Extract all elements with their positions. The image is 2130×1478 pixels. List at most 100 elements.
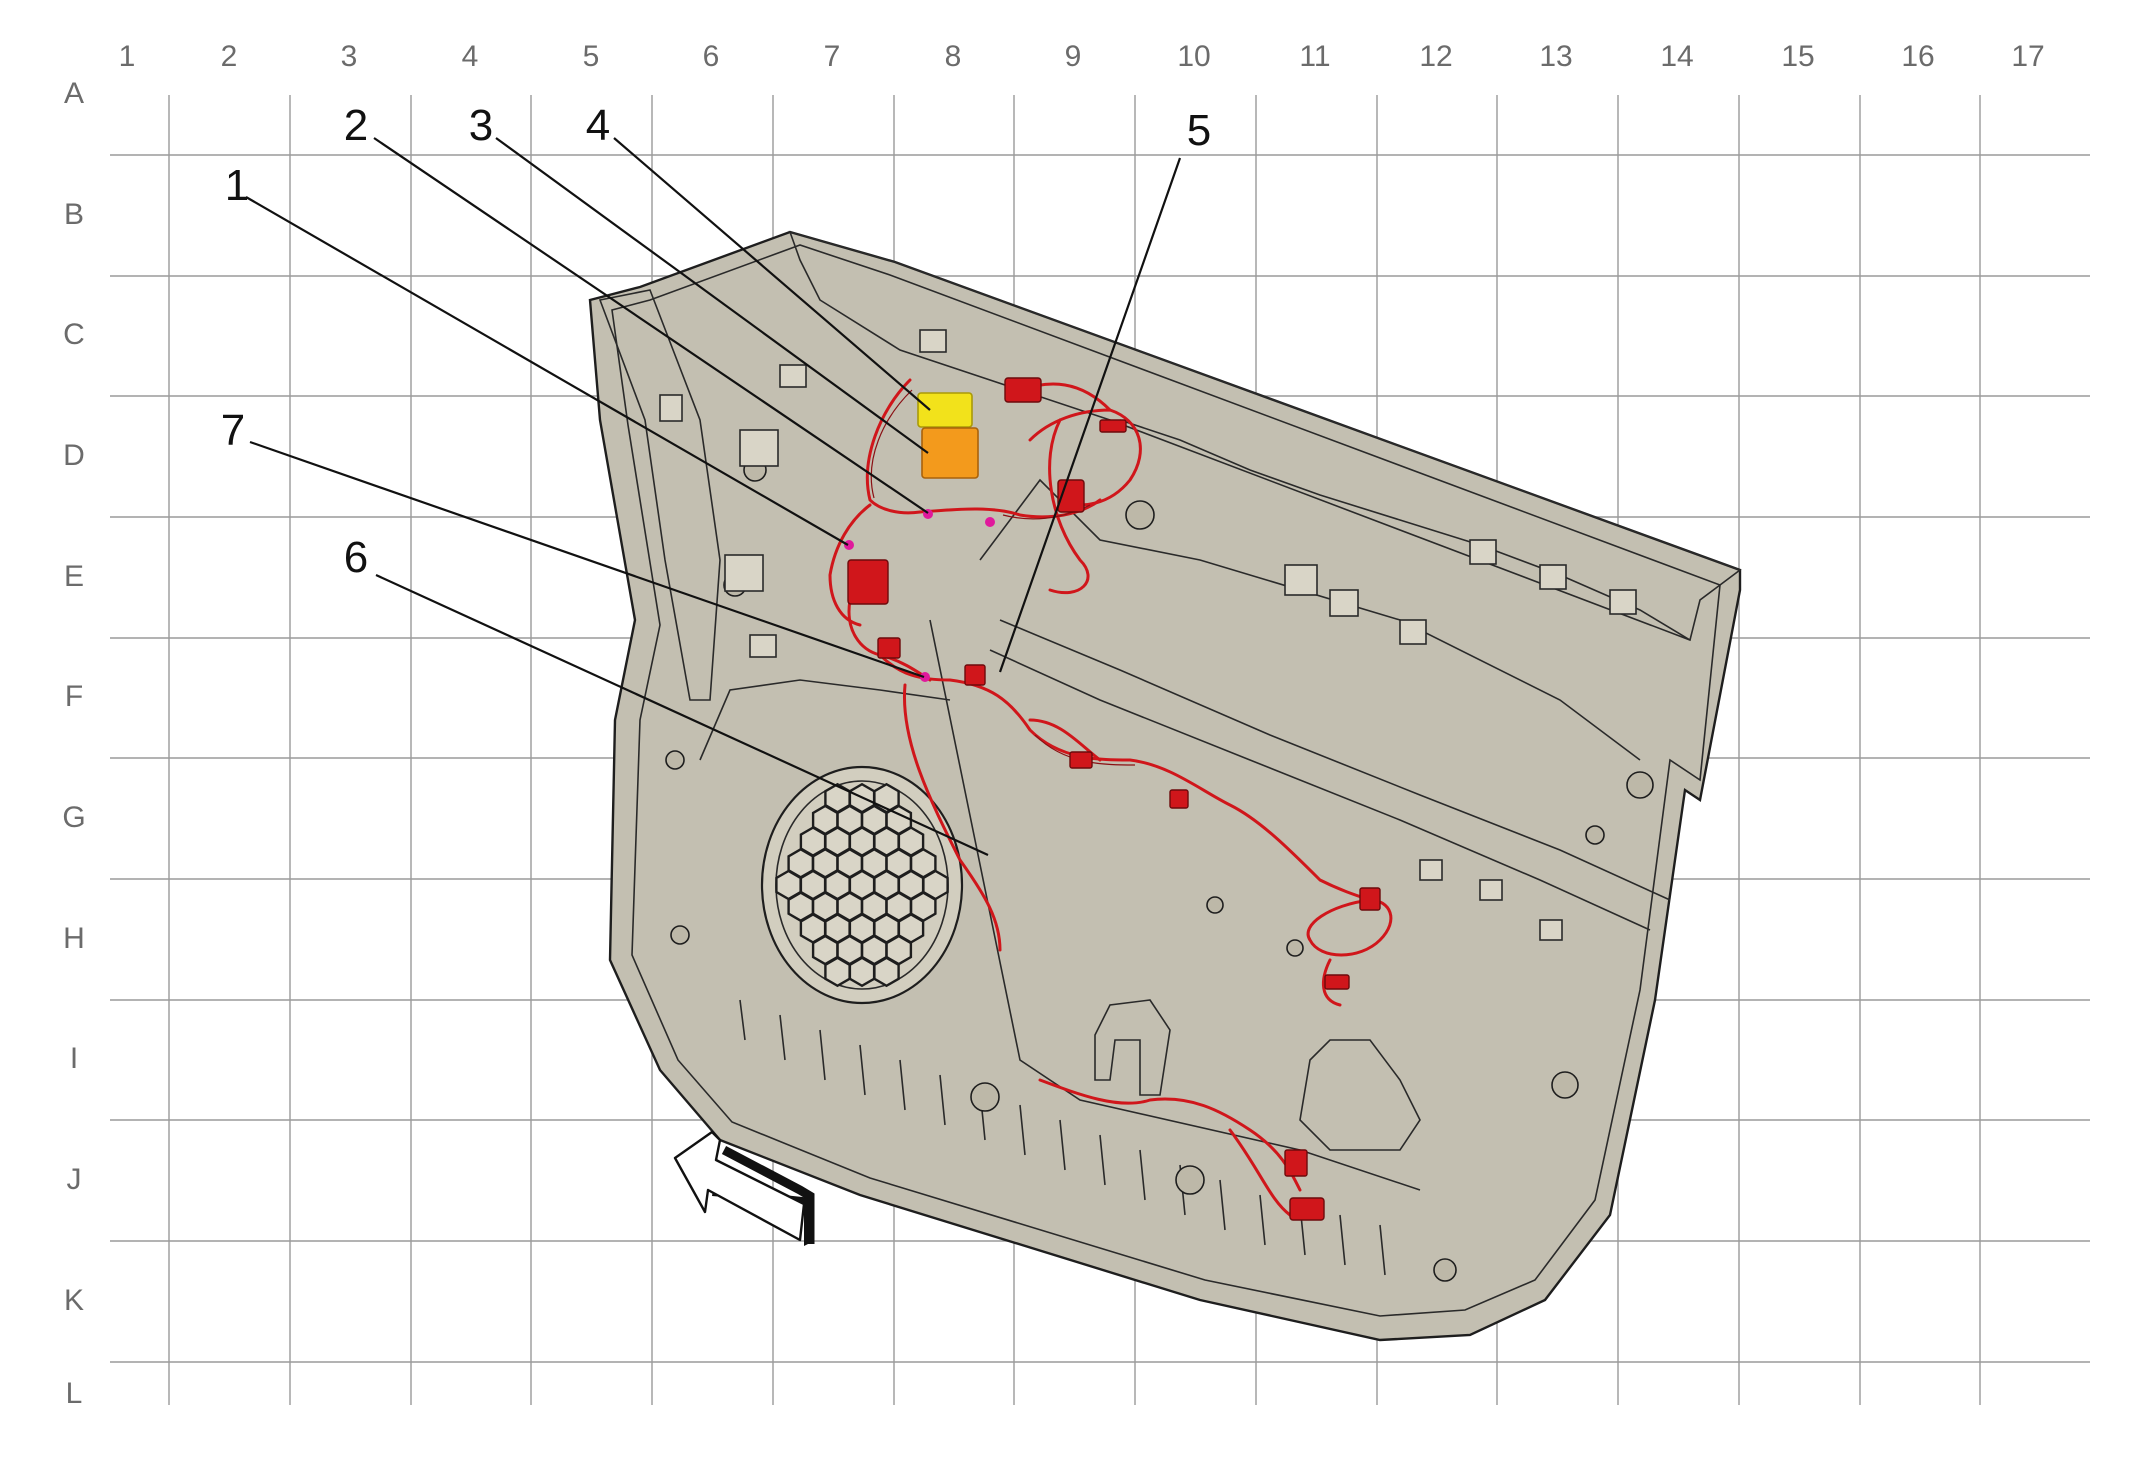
connector-orange [921, 427, 979, 479]
clip [919, 329, 947, 353]
column-label: 9 [1065, 40, 1082, 73]
clip [749, 634, 777, 658]
speaker-hex-cell [848, 956, 876, 988]
speaker-hex-pattern [775, 782, 949, 988]
mounting-fasteners [659, 329, 1654, 1282]
fastener [1175, 1165, 1205, 1195]
column-label: 2 [221, 40, 238, 73]
column-label: 3 [341, 40, 358, 73]
harness-upper-loop [1048, 418, 1090, 595]
clip [1539, 919, 1563, 941]
fastener [1286, 939, 1304, 957]
fastener [665, 750, 685, 770]
column-labels: 1 2 3 4 5 6 7 8 9 10 11 12 13 14 15 16 1… [119, 40, 2045, 73]
harness-connectors [844, 377, 1381, 1221]
harness-trunk [865, 378, 1102, 519]
column-label: 12 [1419, 40, 1452, 73]
row-label: L [66, 1377, 83, 1410]
harness-trunk [902, 683, 1002, 952]
row-label: E [64, 560, 84, 593]
recess-line [929, 619, 1421, 1191]
row-label: I [70, 1042, 78, 1075]
connector [1289, 1197, 1325, 1221]
connector [877, 637, 901, 659]
row-label: D [63, 439, 85, 472]
harness-branch [1306, 898, 1393, 957]
connector [1284, 1149, 1308, 1177]
speaker-hex-cell [824, 956, 851, 988]
wiring-harness [828, 378, 1393, 1217]
hinge-edge [598, 289, 721, 701]
callout-3: 3 [469, 101, 493, 150]
row-label: J [67, 1163, 82, 1196]
connector [1099, 419, 1127, 433]
callout-5: 5 [1187, 106, 1211, 155]
column-label: 4 [462, 40, 479, 73]
row-label: H [63, 922, 85, 955]
callout-6: 6 [344, 533, 368, 582]
connector [1359, 887, 1381, 911]
clip [779, 364, 807, 388]
door-panel-face [611, 244, 1721, 1317]
fastener [1626, 771, 1654, 799]
clip [1329, 589, 1359, 617]
connector [1324, 974, 1350, 990]
callout-1: 1 [225, 161, 249, 210]
column-label: 8 [945, 40, 962, 73]
armrest-pocket [1299, 1039, 1421, 1151]
column-label: 7 [824, 40, 841, 73]
fastener [1551, 1071, 1579, 1099]
splice-point [985, 517, 995, 527]
connector [1169, 789, 1189, 809]
row-label: F [65, 680, 83, 713]
callout-leader-1 [245, 196, 849, 546]
callout-leader-7 [249, 440, 925, 679]
callout-leader-2 [373, 137, 929, 514]
row-label: G [62, 801, 85, 834]
clip [1399, 619, 1427, 645]
column-label: 13 [1539, 40, 1572, 73]
column-label: 15 [1781, 40, 1814, 73]
harness-trunk [878, 653, 1372, 902]
callout-leader-3 [495, 137, 929, 454]
row-label: K [64, 1284, 84, 1317]
fastener [1433, 1258, 1457, 1282]
row-label: A [64, 77, 84, 110]
speaker-hex-cell [873, 956, 900, 988]
fastener [1206, 896, 1224, 914]
recess-line [979, 478, 1641, 761]
connector [1004, 377, 1042, 403]
splice-point [920, 672, 930, 682]
callout-numbers: 1 2 3 4 5 6 7 [221, 101, 1211, 582]
column-label: 6 [703, 40, 720, 73]
front-direction-arrow-icon [673, 1130, 815, 1246]
row-label: C [63, 318, 85, 351]
column-label: 1 [119, 40, 136, 73]
harness-lower-run [1228, 1128, 1292, 1217]
connector [1069, 751, 1093, 769]
connector-yellow [917, 392, 973, 428]
column-label: 11 [1299, 40, 1330, 73]
clip [1469, 539, 1497, 565]
fastener [1585, 825, 1605, 845]
callout-leaders [245, 137, 1182, 857]
harness-lower-run [1038, 1078, 1302, 1192]
splice-point [844, 540, 854, 550]
clip [1539, 564, 1567, 590]
column-label: 10 [1177, 40, 1210, 73]
column-label: 14 [1660, 40, 1693, 73]
callout-7: 7 [221, 406, 245, 455]
armrest-upper-ridge [999, 619, 1671, 901]
door-trim-panel [588, 230, 1742, 1342]
fastener [970, 1082, 1000, 1112]
column-label: 17 [2011, 40, 2044, 73]
clip [1419, 859, 1443, 881]
row-labels: A B C D E F G H I J K L [62, 77, 85, 1410]
callout-leader-4 [613, 137, 931, 411]
pull-handle [1094, 999, 1171, 1096]
column-label: 5 [583, 40, 600, 73]
row-label: B [64, 198, 84, 231]
armrest-lower-ridge [989, 649, 1651, 931]
harness-upper-loop [1028, 408, 1142, 507]
